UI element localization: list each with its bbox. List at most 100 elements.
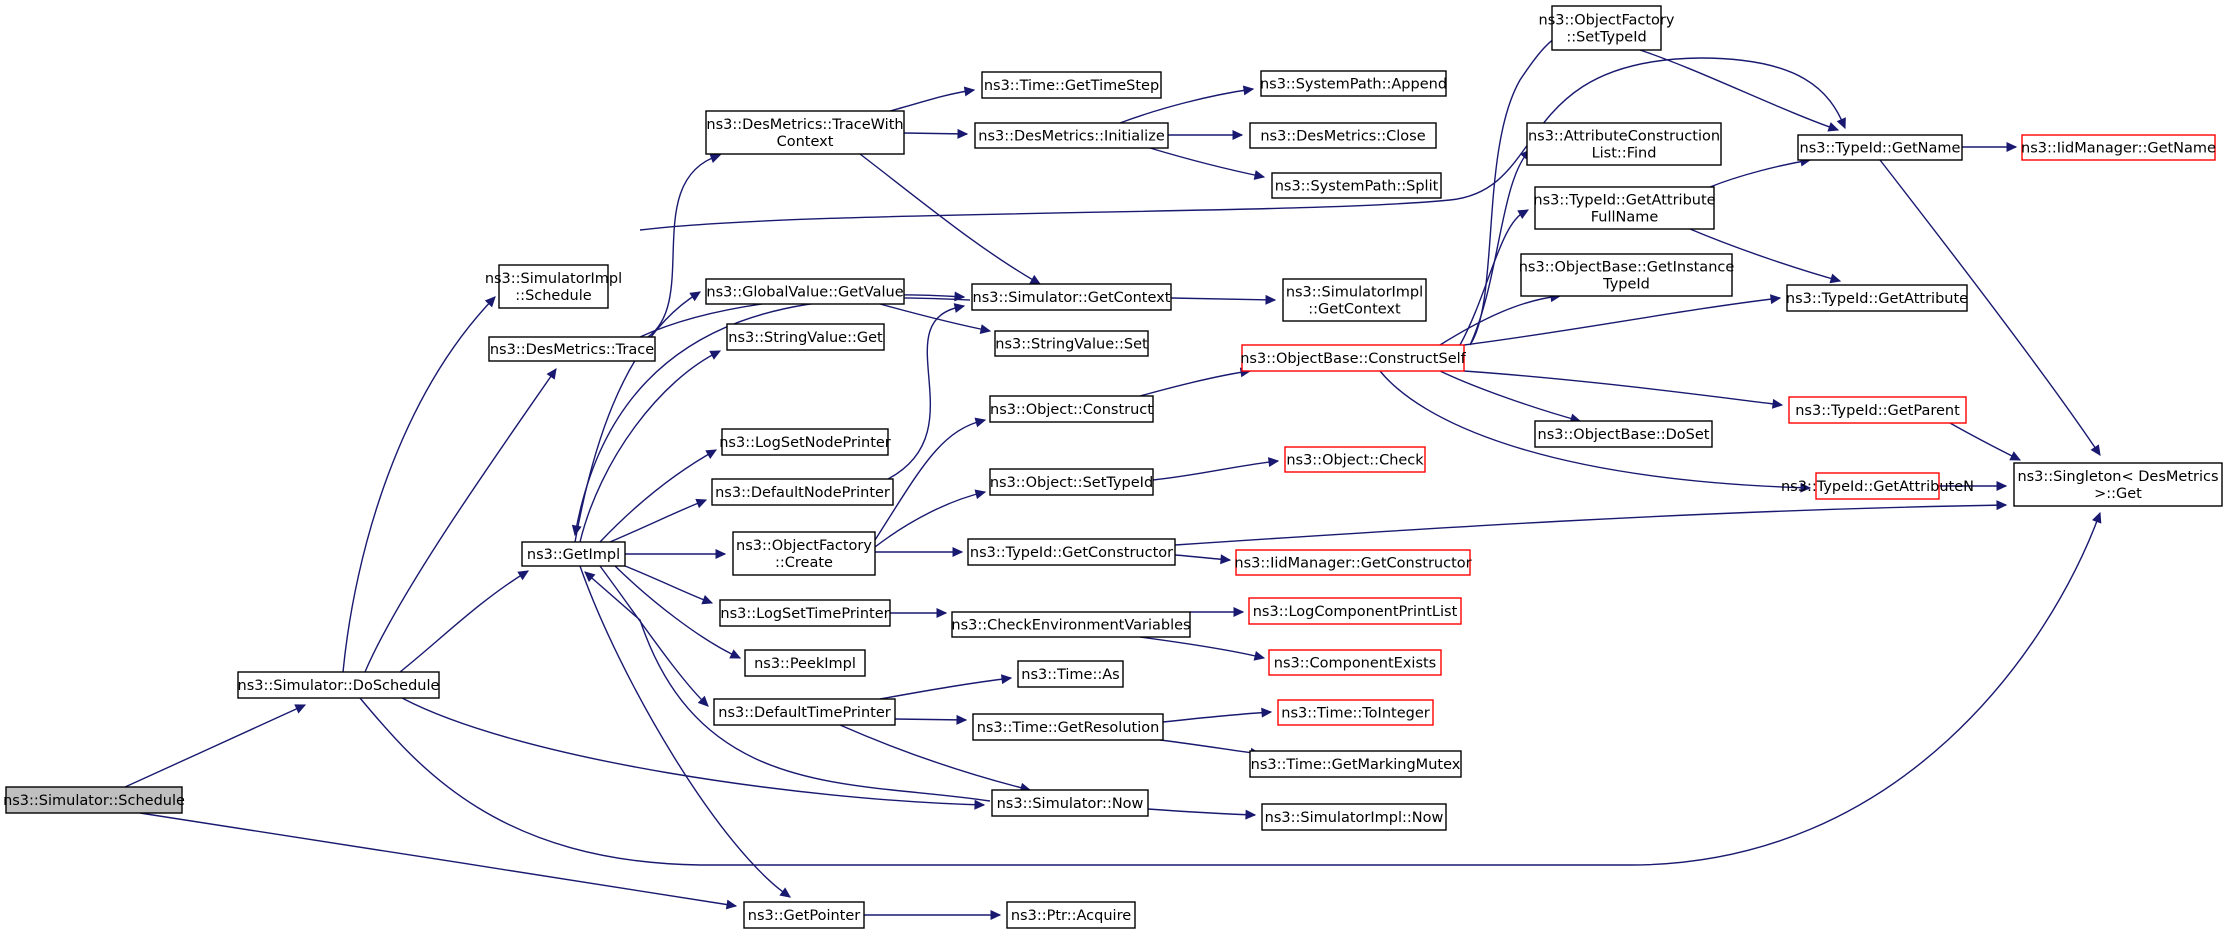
node-box[interactable] bbox=[705, 278, 905, 305]
node-box[interactable] bbox=[1249, 122, 1437, 149]
node-singleton-get[interactable]: ns3::Singleton< DesMetrics>::Get bbox=[2013, 462, 2223, 507]
node-box[interactable] bbox=[237, 671, 440, 699]
node-doschedule[interactable]: ns3::Simulator::DoSchedule bbox=[237, 671, 440, 699]
node-logsetnodeprinter[interactable]: ns3::LogSetNodePrinter bbox=[719, 428, 891, 456]
node-box[interactable] bbox=[721, 428, 889, 456]
node-simulator-now[interactable]: ns3::Simulator::Now bbox=[991, 789, 1149, 817]
node-box[interactable] bbox=[1268, 649, 1442, 676]
node-desmetrics-initialize[interactable]: ns3::DesMetrics::Initialize bbox=[974, 122, 1169, 149]
node-box[interactable] bbox=[1284, 446, 1426, 473]
node-time-gettimestep[interactable]: ns3::Time::GetTimeStep bbox=[981, 71, 1162, 99]
node-box[interactable] bbox=[726, 323, 885, 351]
node-simulator-getcontext[interactable]: ns3::Simulator::GetContext bbox=[971, 283, 1172, 311]
node-iidmanager-getconstructor[interactable]: ns3::IidManager::GetConstructor bbox=[1234, 549, 1472, 576]
node-box[interactable] bbox=[971, 283, 1172, 311]
node-box[interactable] bbox=[1534, 420, 1713, 448]
node-typeid-getparent[interactable]: ns3::TypeId::GetParent bbox=[1788, 396, 1967, 424]
node-box[interactable] bbox=[521, 541, 626, 567]
node-objectbase-doset[interactable]: ns3::ObjectBase::DoSet bbox=[1534, 420, 1713, 448]
node-simimpl-getcontext[interactable]: ns3::SimulatorImpl::GetContext bbox=[1282, 278, 1427, 322]
node-box[interactable] bbox=[743, 901, 865, 929]
node-desmetrics-trace[interactable]: ns3::DesMetrics::Trace bbox=[488, 336, 656, 362]
node-stringvalue-get[interactable]: ns3::StringValue::Get bbox=[726, 323, 885, 351]
node-box[interactable] bbox=[2013, 462, 2223, 507]
node-box[interactable] bbox=[1248, 597, 1462, 625]
node-objectfactory-create[interactable]: ns3::ObjectFactory::Create bbox=[732, 531, 876, 576]
node-box[interactable] bbox=[732, 531, 876, 576]
node-globalvalue-getvalue[interactable]: ns3::GlobalValue::GetValue bbox=[705, 278, 905, 305]
node-logsettimeprinter[interactable]: ns3::LogSetTimePrinter bbox=[719, 599, 891, 627]
node-box[interactable] bbox=[1534, 186, 1715, 230]
node-box[interactable] bbox=[2021, 134, 2216, 161]
node-box[interactable] bbox=[711, 478, 894, 506]
node-box[interactable] bbox=[972, 713, 1164, 741]
node-time-getmarkingmutex[interactable]: ns3::Time::GetMarkingMutex bbox=[1249, 750, 1462, 778]
node-getimpl[interactable]: ns3::GetImpl bbox=[521, 541, 626, 567]
node-box[interactable] bbox=[1282, 278, 1427, 322]
node-box[interactable] bbox=[951, 611, 1191, 638]
node-stringvalue-set[interactable]: ns3::StringValue::Set bbox=[994, 330, 1149, 357]
node-desmetrics-close[interactable]: ns3::DesMetrics::Close bbox=[1249, 122, 1437, 149]
node-box[interactable] bbox=[1241, 344, 1465, 372]
node-iidmanager-getname[interactable]: ns3::IidManager::GetName bbox=[2021, 134, 2216, 161]
node-box[interactable] bbox=[989, 468, 1154, 496]
node-systempath-append[interactable]: ns3::SystemPath::Append bbox=[1260, 70, 1447, 97]
node-box[interactable] bbox=[1277, 699, 1434, 726]
node-box[interactable] bbox=[1006, 901, 1136, 929]
node-box[interactable] bbox=[1815, 472, 1940, 500]
node-box[interactable] bbox=[994, 330, 1149, 357]
node-box[interactable] bbox=[719, 599, 891, 627]
node-box[interactable] bbox=[1520, 253, 1733, 297]
node-box[interactable] bbox=[974, 122, 1169, 149]
node-box[interactable] bbox=[1271, 172, 1442, 199]
node-object-check[interactable]: ns3::Object::Check bbox=[1284, 446, 1426, 473]
node-schedule[interactable]: ns3::Simulator::Schedule bbox=[3, 786, 185, 814]
node-defaultnodeprinter[interactable]: ns3::DefaultNodePrinter bbox=[711, 478, 894, 506]
node-checkenvvars[interactable]: ns3::CheckEnvironmentVariables bbox=[951, 611, 1191, 638]
node-object-settypeid[interactable]: ns3::Object::SetTypeId bbox=[989, 468, 1154, 496]
node-box[interactable] bbox=[488, 336, 656, 362]
node-box[interactable] bbox=[1551, 5, 1662, 51]
node-typeid-getattributen[interactable]: ns3::TypeId::GetAttributeN bbox=[1781, 472, 1974, 500]
node-box[interactable] bbox=[1017, 660, 1124, 688]
node-box[interactable] bbox=[1249, 750, 1462, 778]
node-simimpl-now[interactable]: ns3::SimulatorImpl::Now bbox=[1261, 803, 1447, 831]
node-box[interactable] bbox=[981, 71, 1162, 99]
node-objectfactory-settypeid[interactable]: ns3::ObjectFactory::SetTypeId bbox=[1539, 5, 1675, 51]
node-logcomponentprintlist[interactable]: ns3::LogComponentPrintList bbox=[1248, 597, 1462, 625]
node-box[interactable] bbox=[989, 395, 1154, 423]
node-peekimpl[interactable]: ns3::PeekImpl bbox=[744, 649, 866, 677]
node-box[interactable] bbox=[1260, 70, 1447, 97]
node-time-getresolution[interactable]: ns3::Time::GetResolution bbox=[972, 713, 1164, 741]
node-ptr-acquire[interactable]: ns3::Ptr::Acquire bbox=[1006, 901, 1136, 929]
node-box[interactable] bbox=[744, 649, 866, 677]
node-box[interactable] bbox=[5, 786, 183, 814]
node-simimpl-schedule[interactable]: ns3::SimulatorImpl::Schedule bbox=[485, 264, 622, 309]
node-box[interactable] bbox=[1526, 122, 1722, 166]
node-objectbase-constructself[interactable]: ns3::ObjectBase::ConstructSelf bbox=[1240, 344, 1467, 372]
node-systempath-split[interactable]: ns3::SystemPath::Split bbox=[1271, 172, 1442, 199]
node-box[interactable] bbox=[498, 264, 609, 309]
node-time-as[interactable]: ns3::Time::As bbox=[1017, 660, 1124, 688]
node-time-tointeger[interactable]: ns3::Time::ToInteger bbox=[1277, 699, 1434, 726]
node-box[interactable] bbox=[991, 789, 1149, 817]
node-box[interactable] bbox=[1797, 134, 1963, 161]
node-componentexists[interactable]: ns3::ComponentExists bbox=[1268, 649, 1442, 676]
node-box[interactable] bbox=[1786, 284, 1968, 312]
node-box[interactable] bbox=[705, 110, 905, 155]
node-defaulttimeprinter[interactable]: ns3::DefaultTimePrinter bbox=[713, 698, 896, 726]
node-object-construct[interactable]: ns3::Object::Construct bbox=[989, 395, 1154, 423]
node-getpointer[interactable]: ns3::GetPointer bbox=[743, 901, 865, 929]
node-box[interactable] bbox=[967, 538, 1176, 566]
node-box[interactable] bbox=[1235, 549, 1471, 576]
node-typeid-getconstructor[interactable]: ns3::TypeId::GetConstructor bbox=[967, 538, 1176, 566]
node-typeid-getattribute[interactable]: ns3::TypeId::GetAttribute bbox=[1786, 284, 1968, 312]
node-box[interactable] bbox=[1788, 396, 1967, 424]
node-typeid-getname[interactable]: ns3::TypeId::GetName bbox=[1797, 134, 1963, 161]
node-box[interactable] bbox=[1261, 803, 1447, 831]
node-box[interactable] bbox=[713, 698, 896, 726]
